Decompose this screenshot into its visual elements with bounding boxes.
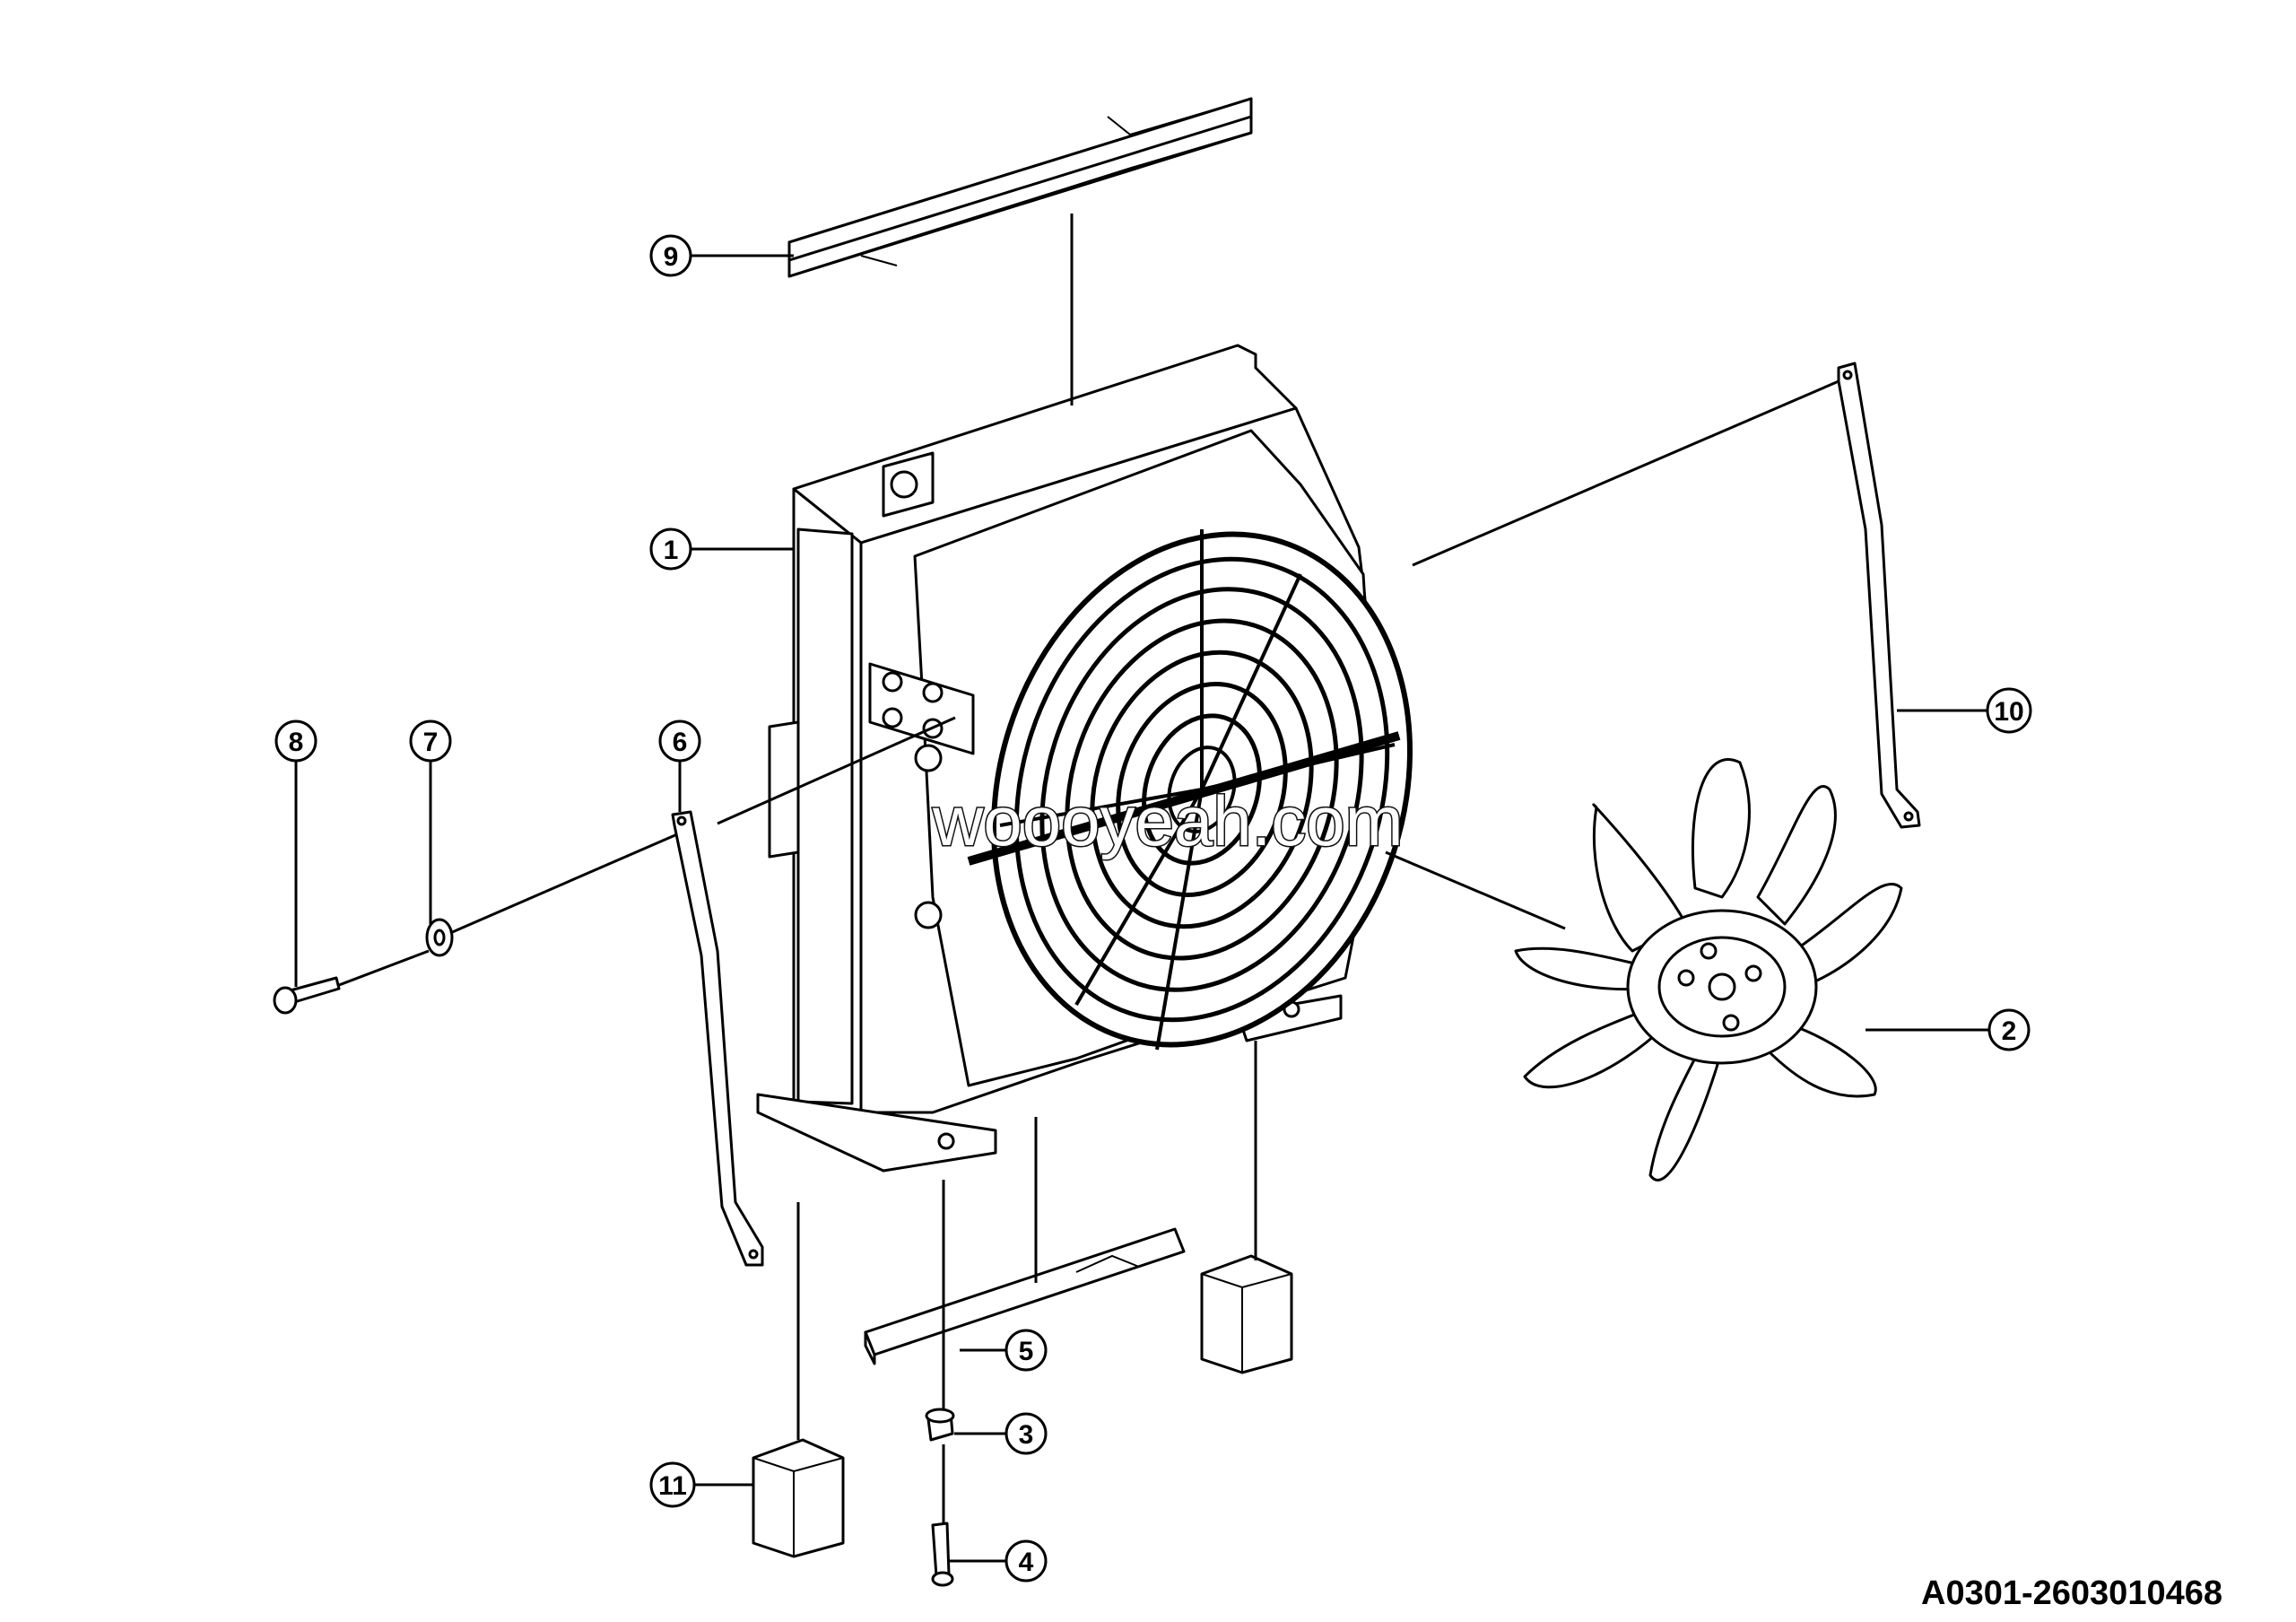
callout-label: 10 <box>1994 697 2023 727</box>
callout-7: 7 <box>409 719 452 924</box>
part-top-foam-strip <box>787 97 1253 278</box>
part-bolt-short <box>931 1522 954 1587</box>
callout-4: 4 <box>949 1539 1048 1583</box>
callout-label: 5 <box>1019 1337 1034 1366</box>
callout-11: 11 <box>649 1461 753 1508</box>
callout-label: 9 <box>664 242 679 272</box>
part-fan-blade <box>1514 758 1903 1182</box>
callout-5: 5 <box>960 1329 1048 1372</box>
callout-label: 1 <box>664 536 679 565</box>
part-right-rubber-block <box>1200 1254 1293 1374</box>
part-right-support-rod <box>1837 362 1921 829</box>
watermark-text: woooyeah.com <box>932 781 1404 860</box>
part-nut <box>925 1408 955 1442</box>
leader-lines <box>338 214 1839 1523</box>
part-left-support-rod <box>671 810 764 1267</box>
callout-2: 2 <box>1866 1008 2031 1051</box>
callout-6: 6 <box>658 719 701 812</box>
callout-label: 11 <box>658 1471 687 1501</box>
callout-label: 8 <box>289 728 304 757</box>
drawing-code: A0301-2603010468 <box>1921 1574 2222 1612</box>
part-washer <box>425 918 454 957</box>
callout-label: 7 <box>423 728 439 757</box>
part-bolt-long <box>273 976 341 1015</box>
callout-1: 1 <box>649 528 794 571</box>
part-left-rubber-block <box>752 1438 845 1558</box>
callout-label: 3 <box>1019 1420 1034 1450</box>
callout-3: 3 <box>954 1412 1048 1455</box>
callout-label: 6 <box>673 728 688 757</box>
callout-label: 4 <box>1019 1548 1034 1577</box>
callout-10: 10 <box>1897 687 2032 734</box>
callout-label: 2 <box>2002 1016 2017 1046</box>
callout-9: 9 <box>649 234 794 277</box>
callout-8: 8 <box>274 719 317 987</box>
part-bottom-foam-strip <box>864 1227 1186 1365</box>
part-radiator-cooler <box>756 344 1413 1173</box>
